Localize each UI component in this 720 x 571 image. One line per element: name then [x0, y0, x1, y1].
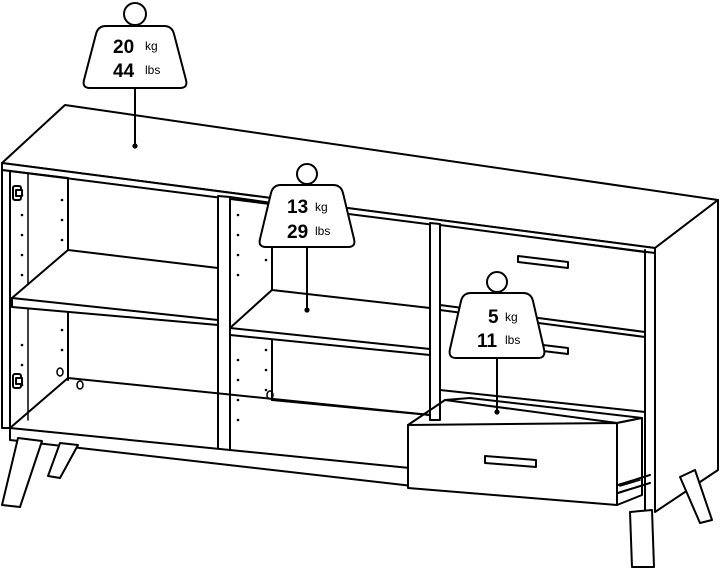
- weight-drawer-lbs-unit: lbs: [505, 333, 520, 347]
- left-shelf: [11, 249, 219, 326]
- leg-rear-left: [47, 442, 79, 479]
- weight-top-kg-unit: kg: [145, 39, 158, 53]
- weight-top-lbs-unit: lbs: [145, 63, 160, 77]
- middle-divider: [217, 195, 231, 453]
- drawer-open: [407, 397, 651, 506]
- right-divider: [429, 222, 441, 421]
- shelf-pin-holes: [20, 193, 268, 422]
- weight-shelf-kg-unit: kg: [315, 200, 328, 214]
- leg-rear-right: [679, 469, 713, 524]
- weight-tag-drawer: 5 kg 11 lbs: [448, 271, 546, 415]
- weight-top-kg-value: 20: [113, 37, 134, 58]
- weight-tag-shelf: 13 kg 29 lbs: [258, 163, 356, 313]
- door-hinge-icon: [12, 185, 23, 201]
- drawer-handle-icon: [484, 455, 537, 468]
- weight-shelf-lbs-unit: lbs: [315, 224, 330, 238]
- leg-front-left: [1, 437, 43, 508]
- left-side-panel: [1, 169, 11, 429]
- weight-drawer-kg-value: 5: [488, 307, 499, 328]
- drawer-runner-icon: [617, 474, 651, 494]
- weight-top-lbs-value: 44: [113, 61, 135, 82]
- weight-icon: [82, 2, 188, 89]
- sideboard: [1, 104, 719, 568]
- weight-tag-top: 20 kg 44 lbs: [82, 2, 188, 149]
- door-hinge-icon: [12, 373, 23, 389]
- leg-front-right: [629, 509, 655, 568]
- weight-shelf-kg-value: 13: [287, 197, 308, 218]
- right-side-panel: [654, 199, 719, 513]
- weight-drawer-lbs-value: 11: [477, 331, 498, 352]
- weight-icon: [258, 163, 356, 248]
- drawer-handle-icon: [517, 255, 569, 269]
- weight-drawer-kg-unit: kg: [505, 310, 518, 324]
- weight-shelf-lbs-value: 29: [287, 222, 308, 243]
- weight-icon: [448, 271, 546, 359]
- middle-shelf: [229, 289, 431, 356]
